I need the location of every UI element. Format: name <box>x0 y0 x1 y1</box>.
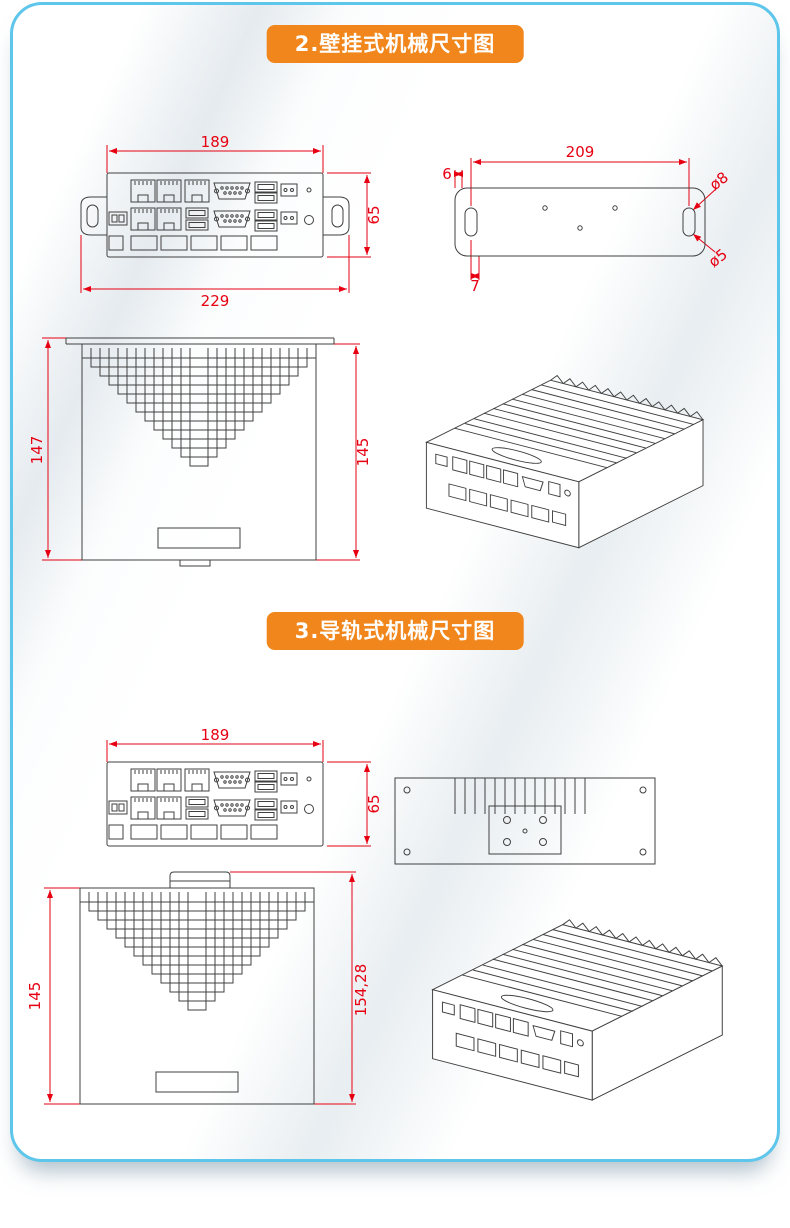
dimension-lines-side-wall <box>42 337 360 561</box>
dim-rail-side-height-body: 145 <box>26 982 44 1011</box>
side-view-wall-svg: 147 145 <box>28 337 372 567</box>
drawing-top-view-rail <box>385 766 665 882</box>
bottom-slot <box>157 527 241 549</box>
rail-clip-plate <box>488 805 562 855</box>
section-title-din-rail: 3.导轨式机械尺寸图 <box>266 612 524 650</box>
dimension-lines-plate <box>453 158 718 280</box>
mounting-plate-outline <box>454 187 706 257</box>
dim-rail-front-width: 189 <box>201 728 230 744</box>
screw-hole <box>639 848 647 856</box>
screw-hole <box>403 786 411 794</box>
mounting-slot-right <box>331 204 344 228</box>
content-frame: 2.壁挂式机械尺寸图 189 229 65 <box>10 2 780 1162</box>
dim-plate-edge: 6 <box>442 165 452 183</box>
foot-tab <box>179 559 211 567</box>
fin-comb <box>454 778 586 814</box>
drawing-isometric-rail <box>405 895 740 1116</box>
clip-hole-center <box>522 828 528 834</box>
plate-hole <box>542 205 548 211</box>
plate-slot-left <box>464 207 478 237</box>
side-view-rail-svg: 145 154,28 <box>26 871 370 1105</box>
clip-hole <box>503 816 511 824</box>
clip-hole <box>503 838 511 846</box>
top-view-outline <box>394 777 656 865</box>
dim-slot-diameter: ø8 <box>706 168 732 194</box>
clip-hole <box>539 838 547 846</box>
front-panel-outline-wall <box>80 172 350 258</box>
dimension-lines-front-wall <box>80 145 371 293</box>
dim-front-width-body: 189 <box>201 135 230 151</box>
dim-front-width-overall: 229 <box>201 292 230 310</box>
mounting-slot-left <box>86 204 99 228</box>
io-ports-wall <box>109 180 314 250</box>
front-panel-wall-svg: 189 229 65 <box>80 133 383 310</box>
screw-hole <box>639 786 647 794</box>
mounting-plate-svg: 209 6 7 ø8 ø5 <box>442 143 732 295</box>
bottom-slot <box>155 1071 239 1093</box>
drawing-side-view-rail: 145 154,28 <box>20 860 380 1119</box>
dimension-lines-front-rail <box>106 740 371 847</box>
clip-hole <box>539 816 547 824</box>
dim-side-height-body: 145 <box>354 438 370 467</box>
dim-front-height: 65 <box>365 205 383 224</box>
top-view-rail-svg <box>394 777 656 865</box>
plate-hole <box>612 205 618 211</box>
isometric-chassis <box>432 919 723 1101</box>
screw-hole <box>403 848 411 856</box>
din-clip <box>169 871 231 888</box>
side-body-rail <box>79 871 315 1105</box>
front-panel-outline-rail <box>106 761 324 847</box>
drawing-front-panel-rail: 189 65 <box>65 726 385 884</box>
heatsink-fins-side-rail <box>79 891 315 1011</box>
dim-rail-front-height: 65 <box>365 794 383 813</box>
section-title-wall-mount: 2.壁挂式机械尺寸图 <box>266 25 524 63</box>
drawing-side-view-wall: 147 145 <box>28 322 372 581</box>
dim-plate-width: 209 <box>566 143 595 161</box>
isometric-chassis <box>425 375 704 549</box>
dim-plate-hole-offset: 7 <box>470 277 480 295</box>
io-ports-rail <box>109 769 314 839</box>
wall-flange <box>65 337 335 345</box>
front-panel-rail-svg: 189 65 <box>106 726 383 847</box>
plate-hole <box>577 225 583 231</box>
heatsink-fins-side-wall <box>81 347 317 467</box>
dim-side-height-overall: 147 <box>30 436 46 465</box>
drawing-mounting-plate: 209 6 7 ø8 ø5 <box>425 130 735 299</box>
drawing-isometric-wall <box>400 352 720 563</box>
isometric-wall-svg <box>425 375 704 549</box>
dimension-lines-side-rail <box>44 871 356 1105</box>
side-body-wall <box>65 337 335 567</box>
dim-rail-side-height-overall: 154,28 <box>352 964 370 1017</box>
dim-hole-diameter: ø5 <box>705 245 731 271</box>
plate-slot-right <box>682 207 696 237</box>
isometric-rail-svg <box>432 919 723 1101</box>
drawing-front-panel-wall: 189 229 65 <box>65 133 385 317</box>
